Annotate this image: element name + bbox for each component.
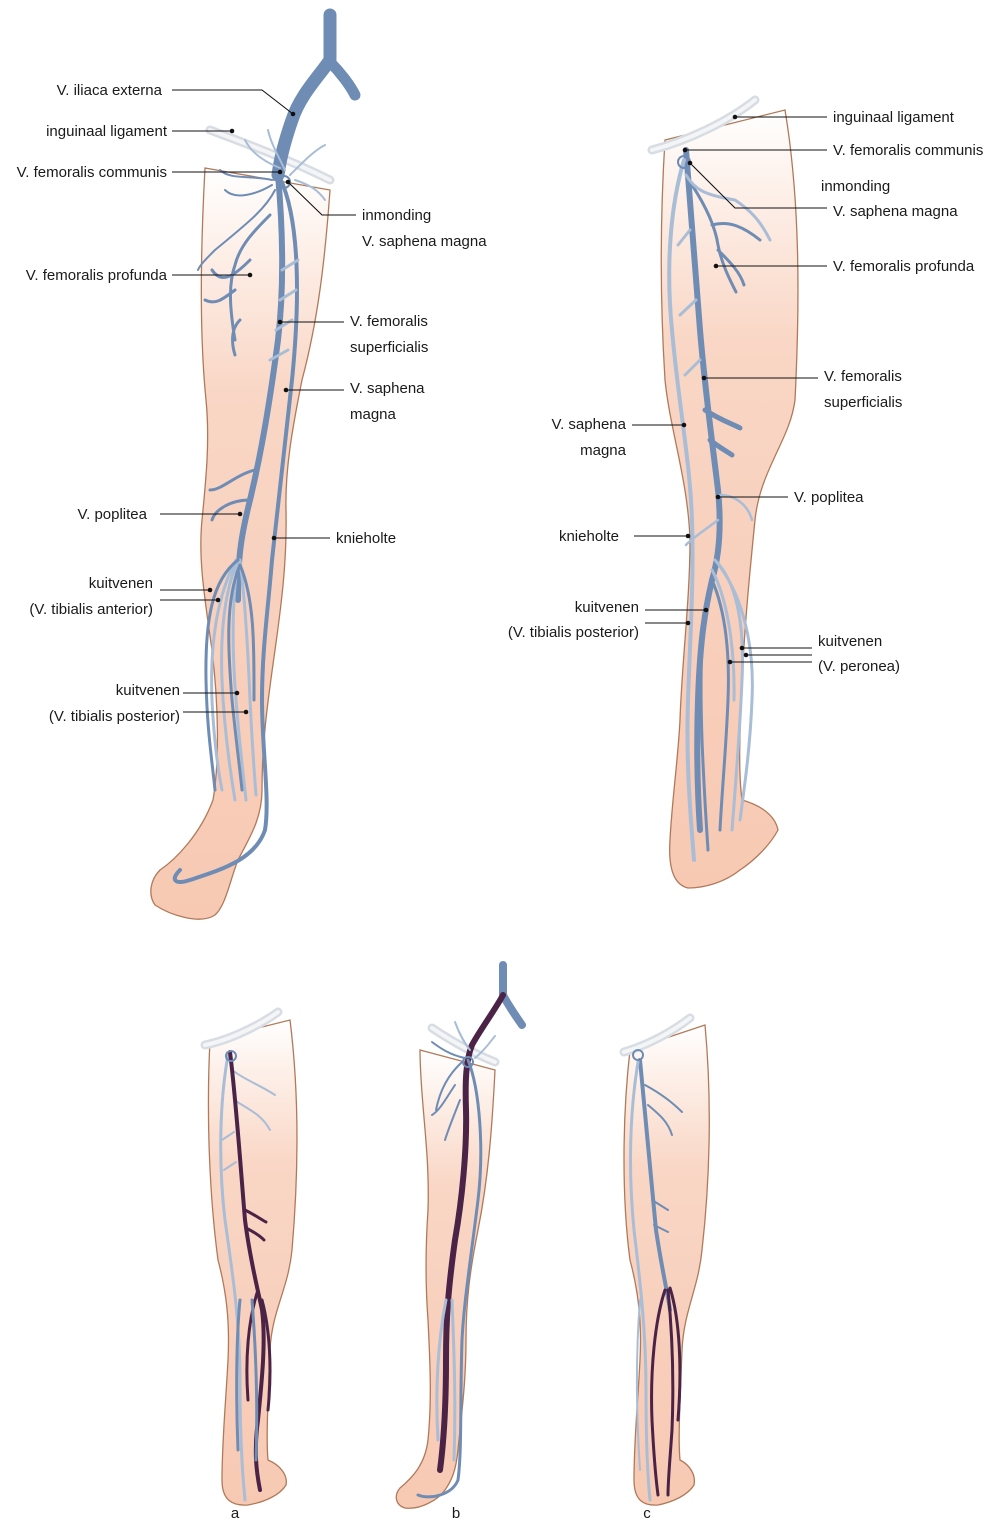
- label-r-poplitea: V. poplitea: [794, 489, 864, 506]
- label-r-inguinaal-ligament: inguinaal ligament: [833, 109, 955, 126]
- label-r-inmonding-saphena: V. saphena magna: [833, 203, 958, 220]
- label-r-inmonding: inmonding: [821, 178, 890, 195]
- label-femoralis-superficialis: V. femoralis: [350, 313, 428, 330]
- label-inmonding-saphena: V. saphena magna: [362, 233, 487, 250]
- label-tibialis-anterior: (V. tibialis anterior): [29, 601, 153, 618]
- label-kuitvenen-post: kuitvenen: [116, 682, 180, 699]
- label-r-femoralis-superficialis: V. femoralis: [824, 368, 902, 385]
- iliaca-externa-vein: [278, 15, 330, 175]
- label-femoralis-profunda: V. femoralis profunda: [26, 267, 168, 284]
- label-r-knieholte: knieholte: [559, 528, 619, 545]
- panel-label-a: a: [231, 1505, 240, 1522]
- label-inmonding: inmonding: [362, 207, 431, 224]
- panel-b-leg: [396, 965, 522, 1508]
- label-r-peronea: (V. peronea): [818, 658, 900, 675]
- panel-label-c: c: [643, 1505, 651, 1522]
- label-r-femoralis-superficialis-2: superficialis: [824, 394, 902, 411]
- label-r-femoralis-profunda: V. femoralis profunda: [833, 258, 975, 275]
- label-r-femoralis-communis: V. femoralis communis: [833, 142, 983, 159]
- label-r-kuitvenen-peronea: kuitvenen: [818, 633, 882, 650]
- panel-label-b: b: [452, 1505, 460, 1522]
- label-poplitea: V. poplitea: [77, 506, 147, 523]
- label-r-tibialis-posterior: (V. tibialis posterior): [508, 624, 639, 641]
- label-saphena-magna-2: magna: [350, 406, 397, 423]
- label-r-kuitvenen-post: kuitvenen: [575, 599, 639, 616]
- label-saphena-magna: V. saphena: [350, 380, 425, 397]
- label-tibialis-posterior: (V. tibialis posterior): [49, 708, 180, 725]
- panel-c-leg: [624, 1018, 709, 1505]
- label-femoralis-superficialis-2: superficialis: [350, 339, 428, 356]
- right-leg-diagram: [652, 100, 798, 888]
- label-knieholte: knieholte: [336, 530, 396, 547]
- label-inguinaal-ligament: inguinaal ligament: [46, 123, 168, 140]
- right-leg-outline: [661, 110, 798, 888]
- label-femoralis-communis: V. femoralis communis: [17, 164, 167, 181]
- label-r-saphena-magna-2: magna: [580, 442, 627, 459]
- label-r-saphena-magna: V. saphena: [551, 416, 626, 433]
- label-iliaca-externa: V. iliaca externa: [57, 82, 163, 99]
- panel-labels: a b c: [231, 1505, 651, 1522]
- panel-a-leg: [205, 1012, 297, 1505]
- label-kuitvenen-ant: kuitvenen: [89, 575, 153, 592]
- left-leg-diagram: [151, 15, 355, 919]
